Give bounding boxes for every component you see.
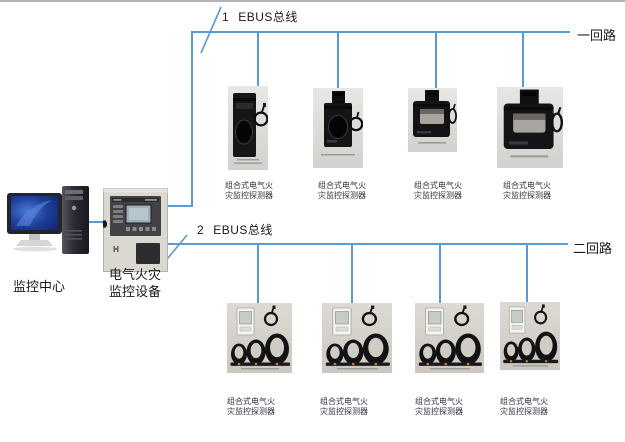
- detector-label-row1-2: 组合式电气火灾监控探测器: [318, 181, 366, 200]
- detector-photo-row2-2: [322, 303, 392, 373]
- detector-photo-row2-3: [415, 303, 484, 373]
- circuit2-label: 二回路: [573, 241, 613, 256]
- detector-label-row1-1: 组合式电气火灾监控探测器: [225, 181, 273, 200]
- detector-label-row2-3: 组合式电气火灾监控探测器: [415, 397, 463, 416]
- detector-photo-row1-4: [497, 87, 563, 168]
- ebus1-count-slash: [200, 6, 222, 54]
- control-device-label: 电气火灾监控设备: [109, 266, 161, 300]
- ebus1-label: 1 EBUS总线: [222, 8, 298, 25]
- ebus2-bus-name: EBUS总线: [213, 223, 273, 237]
- ebus1-wire-count: 1: [222, 10, 230, 24]
- monitoring-center-label: 监控中心: [13, 279, 66, 294]
- detector-label-row2-2: 组合式电气火灾监控探测器: [320, 397, 368, 416]
- detector-photo-row2-4: [500, 302, 560, 370]
- detector-label-row1-3: 组合式电气火灾监控探测器: [414, 181, 462, 200]
- ebus1-line: [168, 31, 570, 207]
- detector-photo-row1-1: [228, 86, 268, 170]
- fire-monitor-device-icon: [103, 188, 168, 272]
- ebus2-wire-count: 2: [197, 223, 205, 237]
- ebus1-bus-name: EBUS总线: [238, 10, 298, 24]
- top-border: [0, 0, 625, 2]
- detector-photo-row2-1: [227, 303, 292, 373]
- detector-label-row1-4: 组合式电气火灾监控探测器: [503, 181, 551, 200]
- ebus2-label: 2 EBUS总线: [197, 221, 273, 238]
- control-device-label-line2: 监控设备: [109, 284, 162, 299]
- control-device-label-line1: 电气火灾: [109, 267, 162, 282]
- detector-photo-row1-3: [408, 88, 457, 152]
- circuit1-label: 一回路: [577, 28, 617, 43]
- detector-label-row2-1: 组合式电气火灾监控探测器: [227, 397, 275, 416]
- detector-photo-row1-2: [313, 88, 363, 168]
- detector-label-row2-4: 组合式电气火灾监控探测器: [500, 397, 548, 416]
- desktop-computer-icon: [6, 184, 98, 266]
